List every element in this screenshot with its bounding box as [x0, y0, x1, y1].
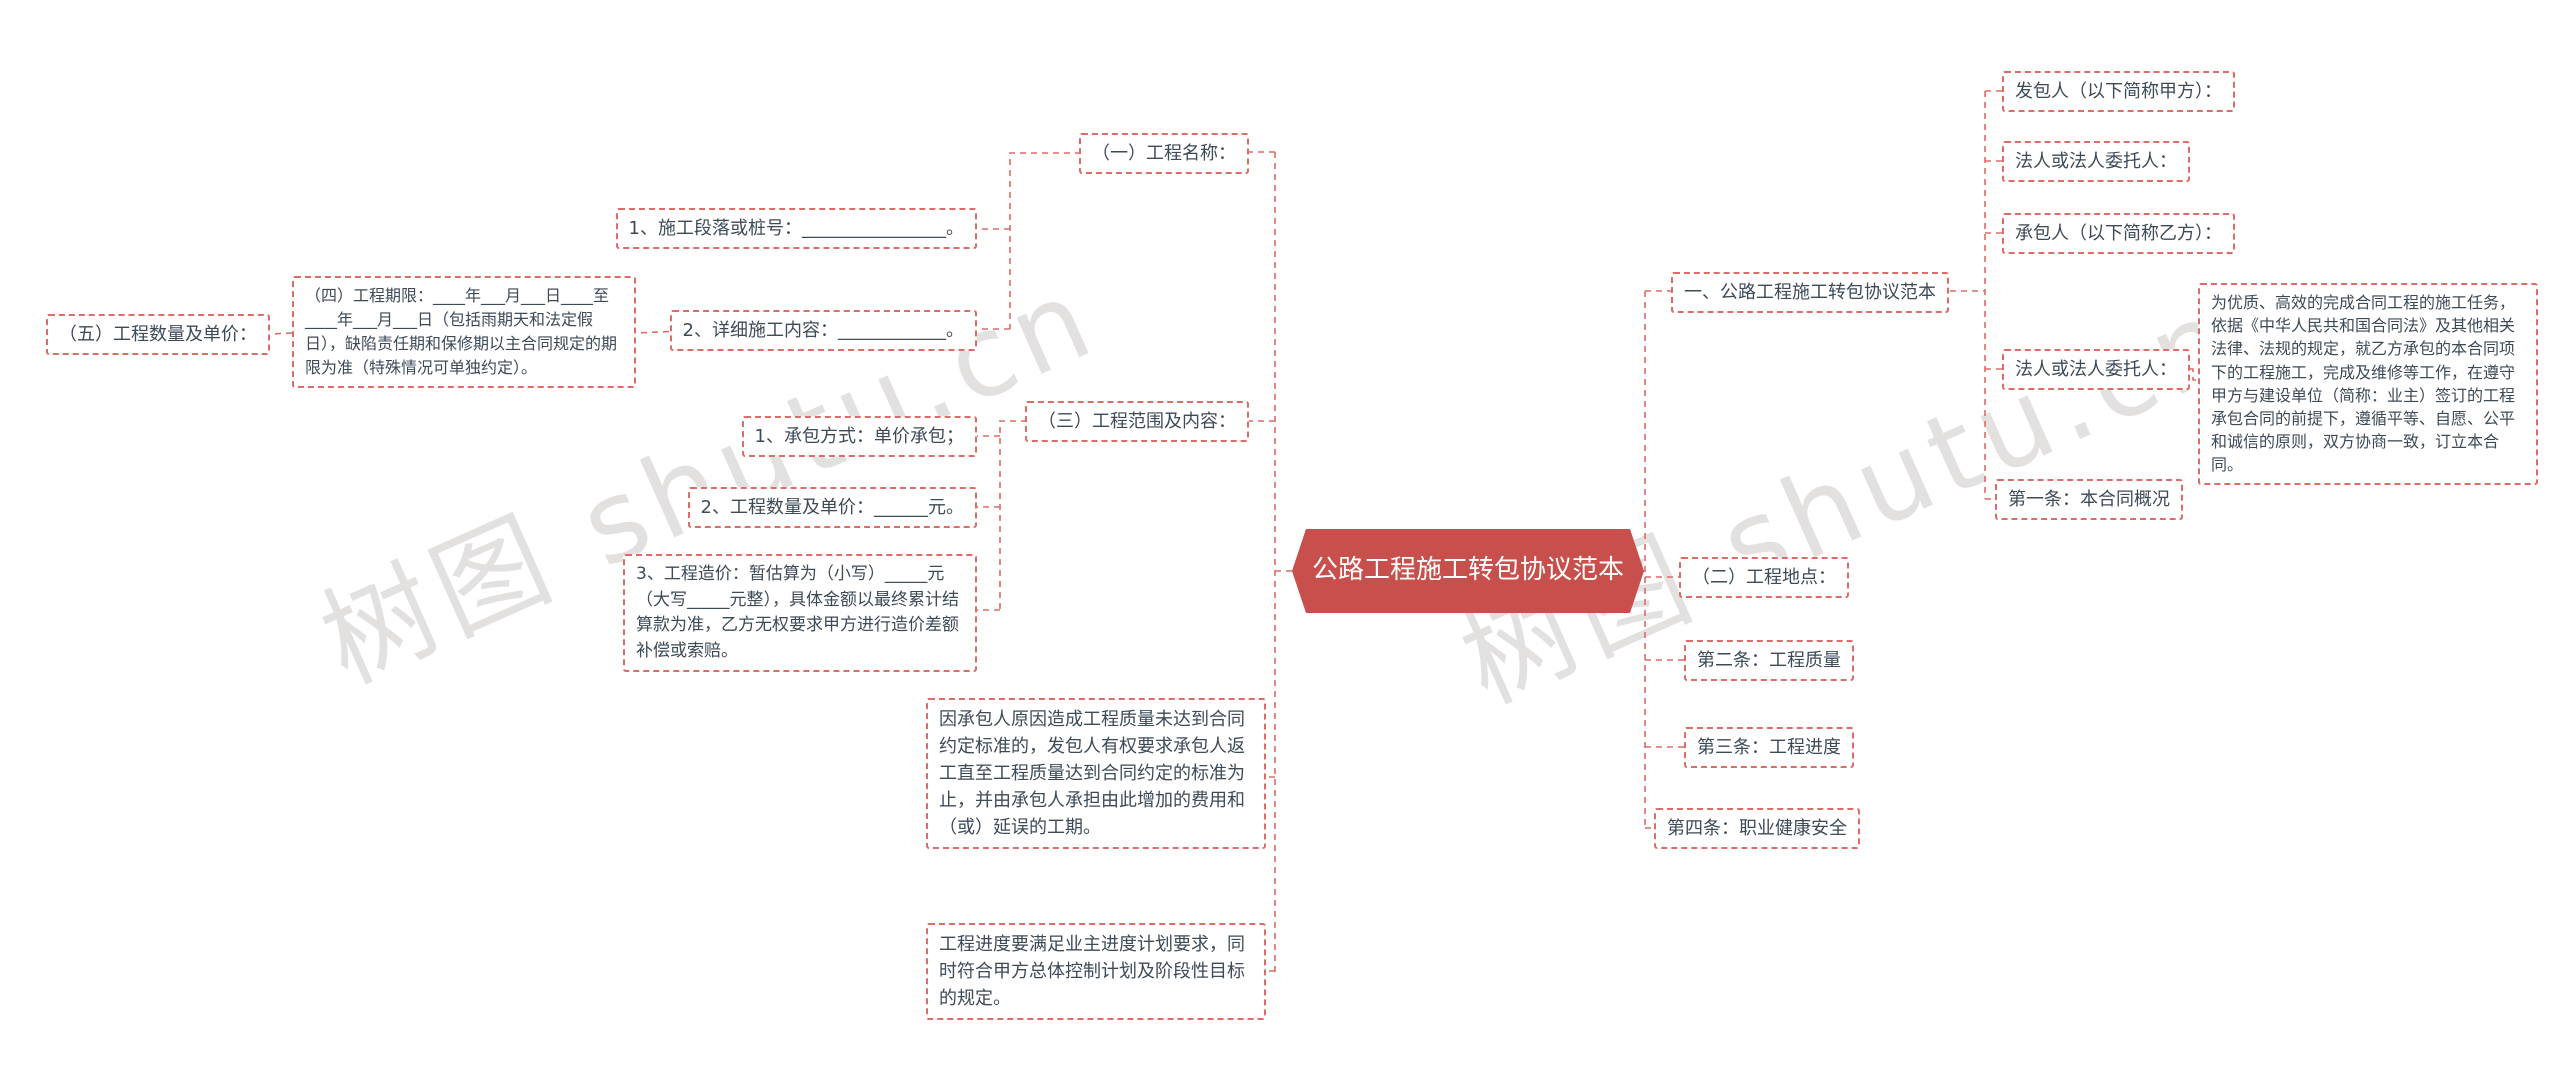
- node-party-b[interactable]: 承包人（以下简称乙方）：: [2002, 213, 2235, 255]
- node-detail-content[interactable]: 2、详细施工内容：____________。: [669, 310, 977, 352]
- node-party-a-legal[interactable]: 法人或法人委托人：: [2002, 141, 2190, 183]
- node-progress-clause[interactable]: 工程进度要满足业主进度计划要求，同时符合甲方总体控制计划及阶段性目标的规定。: [926, 923, 1266, 1020]
- node-article-1-overview[interactable]: 第一条：本合同概况: [1995, 479, 2183, 521]
- node-section-pile-number[interactable]: 1、施工段落或桩号：________________。: [615, 208, 977, 250]
- node-scope-content[interactable]: （三）工程范围及内容：: [1025, 401, 1249, 443]
- node-project-cost[interactable]: 3、工程造价：暂估算为（小写）_____元（大写_____元整），具体金额以最终…: [623, 554, 977, 672]
- node-article-2-quality[interactable]: 第二条：工程质量: [1684, 640, 1854, 682]
- node-quantity-price[interactable]: 2、工程数量及单价：______元。: [687, 487, 977, 529]
- node-contract-mode[interactable]: 1、承包方式：单价承包；: [741, 416, 977, 458]
- node-quality-clause[interactable]: 因承包人原因造成工程质量未达到合同约定标准的，发包人有权要求承包人返工直至工程质…: [926, 698, 1266, 849]
- node-article-4-safety[interactable]: 第四条：职业健康安全: [1654, 808, 1860, 850]
- node-main-title[interactable]: 一、公路工程施工转包协议范本: [1671, 272, 1949, 314]
- node-article-3-progress[interactable]: 第三条：工程进度: [1684, 727, 1854, 769]
- node-party-a[interactable]: 发包人（以下简称甲方）：: [2002, 71, 2235, 113]
- node-quantity-unit-price[interactable]: （五）工程数量及单价：: [46, 314, 270, 356]
- node-preamble[interactable]: 为优质、高效的完成合同工程的施工任务，依据《中华人民共和国合同法》及其他相关法律…: [2198, 283, 2538, 485]
- node-project-duration[interactable]: （四）工程期限：____年___月___日____至____年___月___日（…: [292, 276, 636, 388]
- center-topic[interactable]: 公路工程施工转包协议范本: [1292, 529, 1644, 613]
- node-party-b-legal[interactable]: 法人或法人委托人：: [2002, 349, 2190, 391]
- node-project-name[interactable]: （一）工程名称：: [1079, 133, 1249, 175]
- node-project-location[interactable]: （二）工程地点：: [1679, 557, 1849, 599]
